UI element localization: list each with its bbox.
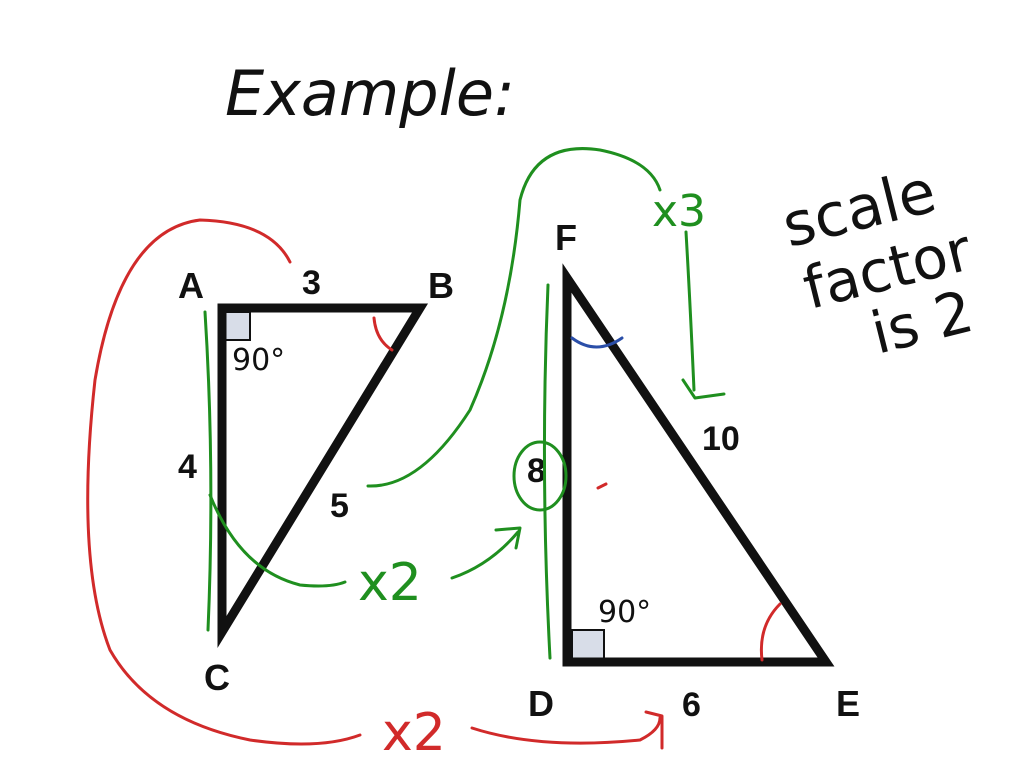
green-arrow-to-ef [681,230,726,400]
vertex-label-a: A [178,265,204,306]
heading-text: Example: [225,57,515,130]
stray-red-mark [596,482,608,490]
side-label-df: 8 [527,452,546,490]
vertex-label-c: C [204,657,230,698]
angle-mark-b [372,316,394,352]
right-angle-marker-d [571,629,605,661]
green-bracket-ac [203,310,213,632]
green-x2-label: x2 [358,553,422,613]
triangle-abc-outline [217,303,429,648]
vertex-label-d: D [528,683,554,724]
green-x3-label: x3 [652,186,706,237]
red-x2-label: x2 [382,703,446,763]
green-curve-ac-to-x2 [208,493,347,588]
side-label-ab: 3 [302,264,321,302]
red-annotations: x2 [86,218,664,763]
right-angle-label-a: 90° [232,343,285,378]
side-label-ac: 4 [178,448,197,486]
red-curve-ab-to-x2 [86,218,362,746]
red-arrow-to-de [470,710,664,750]
scale-factor-note: scale factor is 2 [776,156,980,367]
green-annotations: x2 x3 [203,147,726,660]
right-angle-label-d: 90° [598,595,651,630]
side-label-ef: 10 [702,420,740,458]
vertex-label-b: B [428,265,454,306]
side-label-de: 6 [682,686,701,724]
angle-mark-f [570,336,624,349]
angle-mark-e [759,602,782,662]
vertex-label-e: E [836,683,860,724]
triangle-abc: A B C 3 4 5 90° [178,264,454,698]
side-label-bc: 5 [330,487,349,525]
green-arrow-to-df [450,526,522,580]
green-curve-bc-to-ef [366,147,662,488]
vertex-label-f: F [555,217,577,258]
circle-side-8 [512,440,568,512]
green-bracket-df [542,283,552,660]
